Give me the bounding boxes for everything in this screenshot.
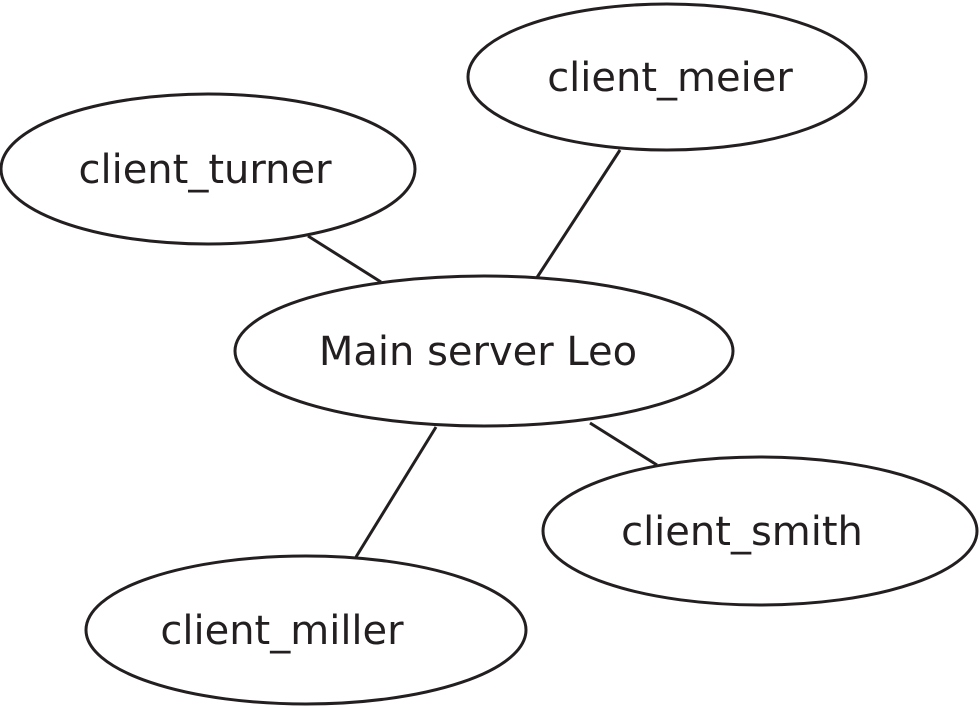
node-client-meier: client_meier [466,2,868,152]
node-client-turner-label: client_turner [78,147,332,193]
node-client-miller-label: client_miller [160,608,404,654]
edge-hub-client-miller [354,426,438,558]
node-client-meier-ellipse [466,2,868,152]
node-client-turner-ellipse [0,92,417,246]
node-client-smith-label: client_smith [621,509,863,555]
node-main-server-ellipse [233,274,735,428]
node-client-smith: client_smith [541,455,979,607]
connections [307,149,658,558]
node-client-meier-label: client_meier [547,55,793,101]
edge-hub-client-meier [534,149,622,280]
edge-hub-client-smith [589,421,658,467]
node-main-server-label: Main server Leo [319,329,637,375]
node-client-miller-ellipse [84,554,528,706]
node-main-server: Main server Leo [233,274,735,428]
node-client-miller: client_miller [84,554,528,706]
node-client-smith-ellipse [541,455,979,607]
node-client-turner: client_turner [0,92,417,246]
edge-hub-client-turner [307,234,382,284]
